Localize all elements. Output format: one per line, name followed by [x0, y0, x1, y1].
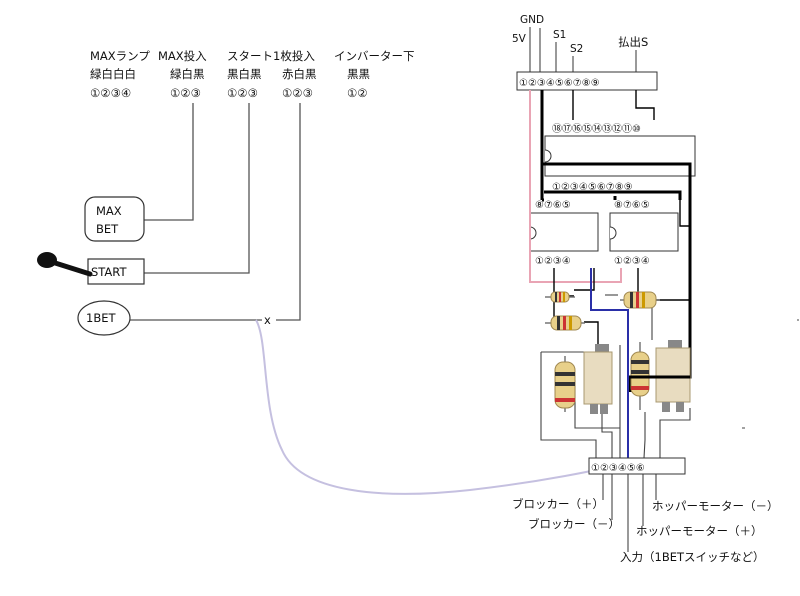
- opto-left-pins-lower: ①②③④: [535, 256, 571, 267]
- max-bet-label-2: BET: [96, 222, 119, 236]
- opto-right-pins-lower: ①②③④: [614, 256, 650, 267]
- opto-left: ⑧⑦⑥⑤ ①②③④: [529, 200, 599, 267]
- group-colors: 赤白黒: [282, 67, 317, 81]
- blue-wires: [590, 268, 629, 458]
- connector-group-max-insert: MAX投入 緑白黒 ①②③: [158, 49, 207, 100]
- group-pins: ①②③: [227, 86, 258, 100]
- top-connector-pins: ①②③④⑤⑥⑦⑧⑨: [519, 78, 600, 89]
- blocker-minus-label: ブロッカー（－）: [528, 517, 620, 531]
- ic-top: ⑱⑰⑯⑮⑭⑬⑫⑪⑩ ①②③④⑤⑥⑦⑧⑨: [544, 123, 696, 193]
- connector-group-start: スタート 黒白黒 ①②③: [227, 49, 273, 100]
- resistor-4: [554, 356, 576, 412]
- group-colors: 黒白黒: [227, 67, 262, 81]
- bottom-connector: ①②③④⑤⑥: [588, 457, 686, 475]
- group-pins: ①②③: [282, 86, 313, 100]
- top-connector: ①②③④⑤⑥⑦⑧⑨: [516, 71, 658, 91]
- connector-group-one-coin: 1枚投入 赤白黒 ①②③: [273, 49, 317, 100]
- one-bet-label: 1BET: [86, 311, 116, 325]
- group-colors: 緑白白白: [90, 67, 136, 81]
- group-pins: ①②③④: [90, 86, 131, 100]
- group-colors: 黒黒: [347, 67, 370, 81]
- gray-wires: [540, 294, 691, 459]
- hopper-plus-label: ホッパーモーター（＋）: [636, 524, 763, 538]
- blocker-plus-label: ブロッカー（＋）: [512, 497, 604, 511]
- pink-wires: [529, 90, 622, 283]
- v5-label: 5V: [512, 33, 527, 45]
- opto-left-pins-upper: ⑧⑦⑥⑤: [535, 200, 571, 211]
- group-name: MAX投入: [158, 49, 207, 63]
- group-pins: ①②: [347, 86, 368, 100]
- max-bet-switch: MAX BET: [84, 196, 145, 242]
- top-connector-leader-lines: [529, 27, 637, 72]
- opto-right: ⑧⑦⑥⑤ ①②③④: [609, 200, 679, 267]
- ic-top-pins-upper: ⑱⑰⑯⑮⑭⑬⑫⑪⑩: [552, 123, 641, 135]
- input-label: 入力（1BETスイッチなど）: [620, 550, 765, 564]
- lavender-wire: [255, 319, 631, 495]
- top-connector-labels: GND 5V S1 S2 払出S: [512, 14, 648, 55]
- connector-group-inverter: インバーター下 黒黒 ①②: [334, 49, 415, 100]
- hopper-minus-label: ホッパーモーター（－）: [652, 499, 779, 513]
- start-label: START: [91, 265, 127, 279]
- group-name: 1枚投入: [273, 49, 315, 63]
- group-colors: 緑白黒: [170, 67, 205, 81]
- gnd-label: GND: [520, 14, 544, 26]
- group-name: MAXランプ: [90, 49, 150, 63]
- resistor-3: [620, 291, 660, 309]
- group-pins: ①②③: [170, 86, 201, 100]
- resistor-2: [545, 315, 585, 331]
- lever-icon: [37, 252, 93, 277]
- switch-wires: [128, 103, 301, 321]
- payout-label: 払出S: [618, 35, 648, 49]
- cross-mark: x: [264, 313, 271, 327]
- max-bet-label-1: MAX: [96, 204, 122, 218]
- component-right: [655, 340, 691, 412]
- one-bet-switch: 1BET: [77, 300, 131, 336]
- group-name: インバーター下: [334, 49, 415, 63]
- bottom-connector-pins: ①②③④⑤⑥: [591, 463, 645, 474]
- component-left: [583, 344, 613, 414]
- opto-right-pins-upper: ⑧⑦⑥⑤: [614, 200, 650, 211]
- s2-label: S2: [570, 43, 583, 55]
- resistor-1: [545, 291, 575, 303]
- output-leader-lines: [602, 474, 657, 552]
- ic-top-pins-lower: ①②③④⑤⑥⑦⑧⑨: [552, 182, 633, 193]
- s1-label: S1: [553, 29, 566, 41]
- start-switch: START: [87, 258, 145, 285]
- group-name: スタート: [227, 49, 273, 63]
- connector-group-max-lamp: MAXランプ 緑白白白 ①②③④: [90, 49, 150, 100]
